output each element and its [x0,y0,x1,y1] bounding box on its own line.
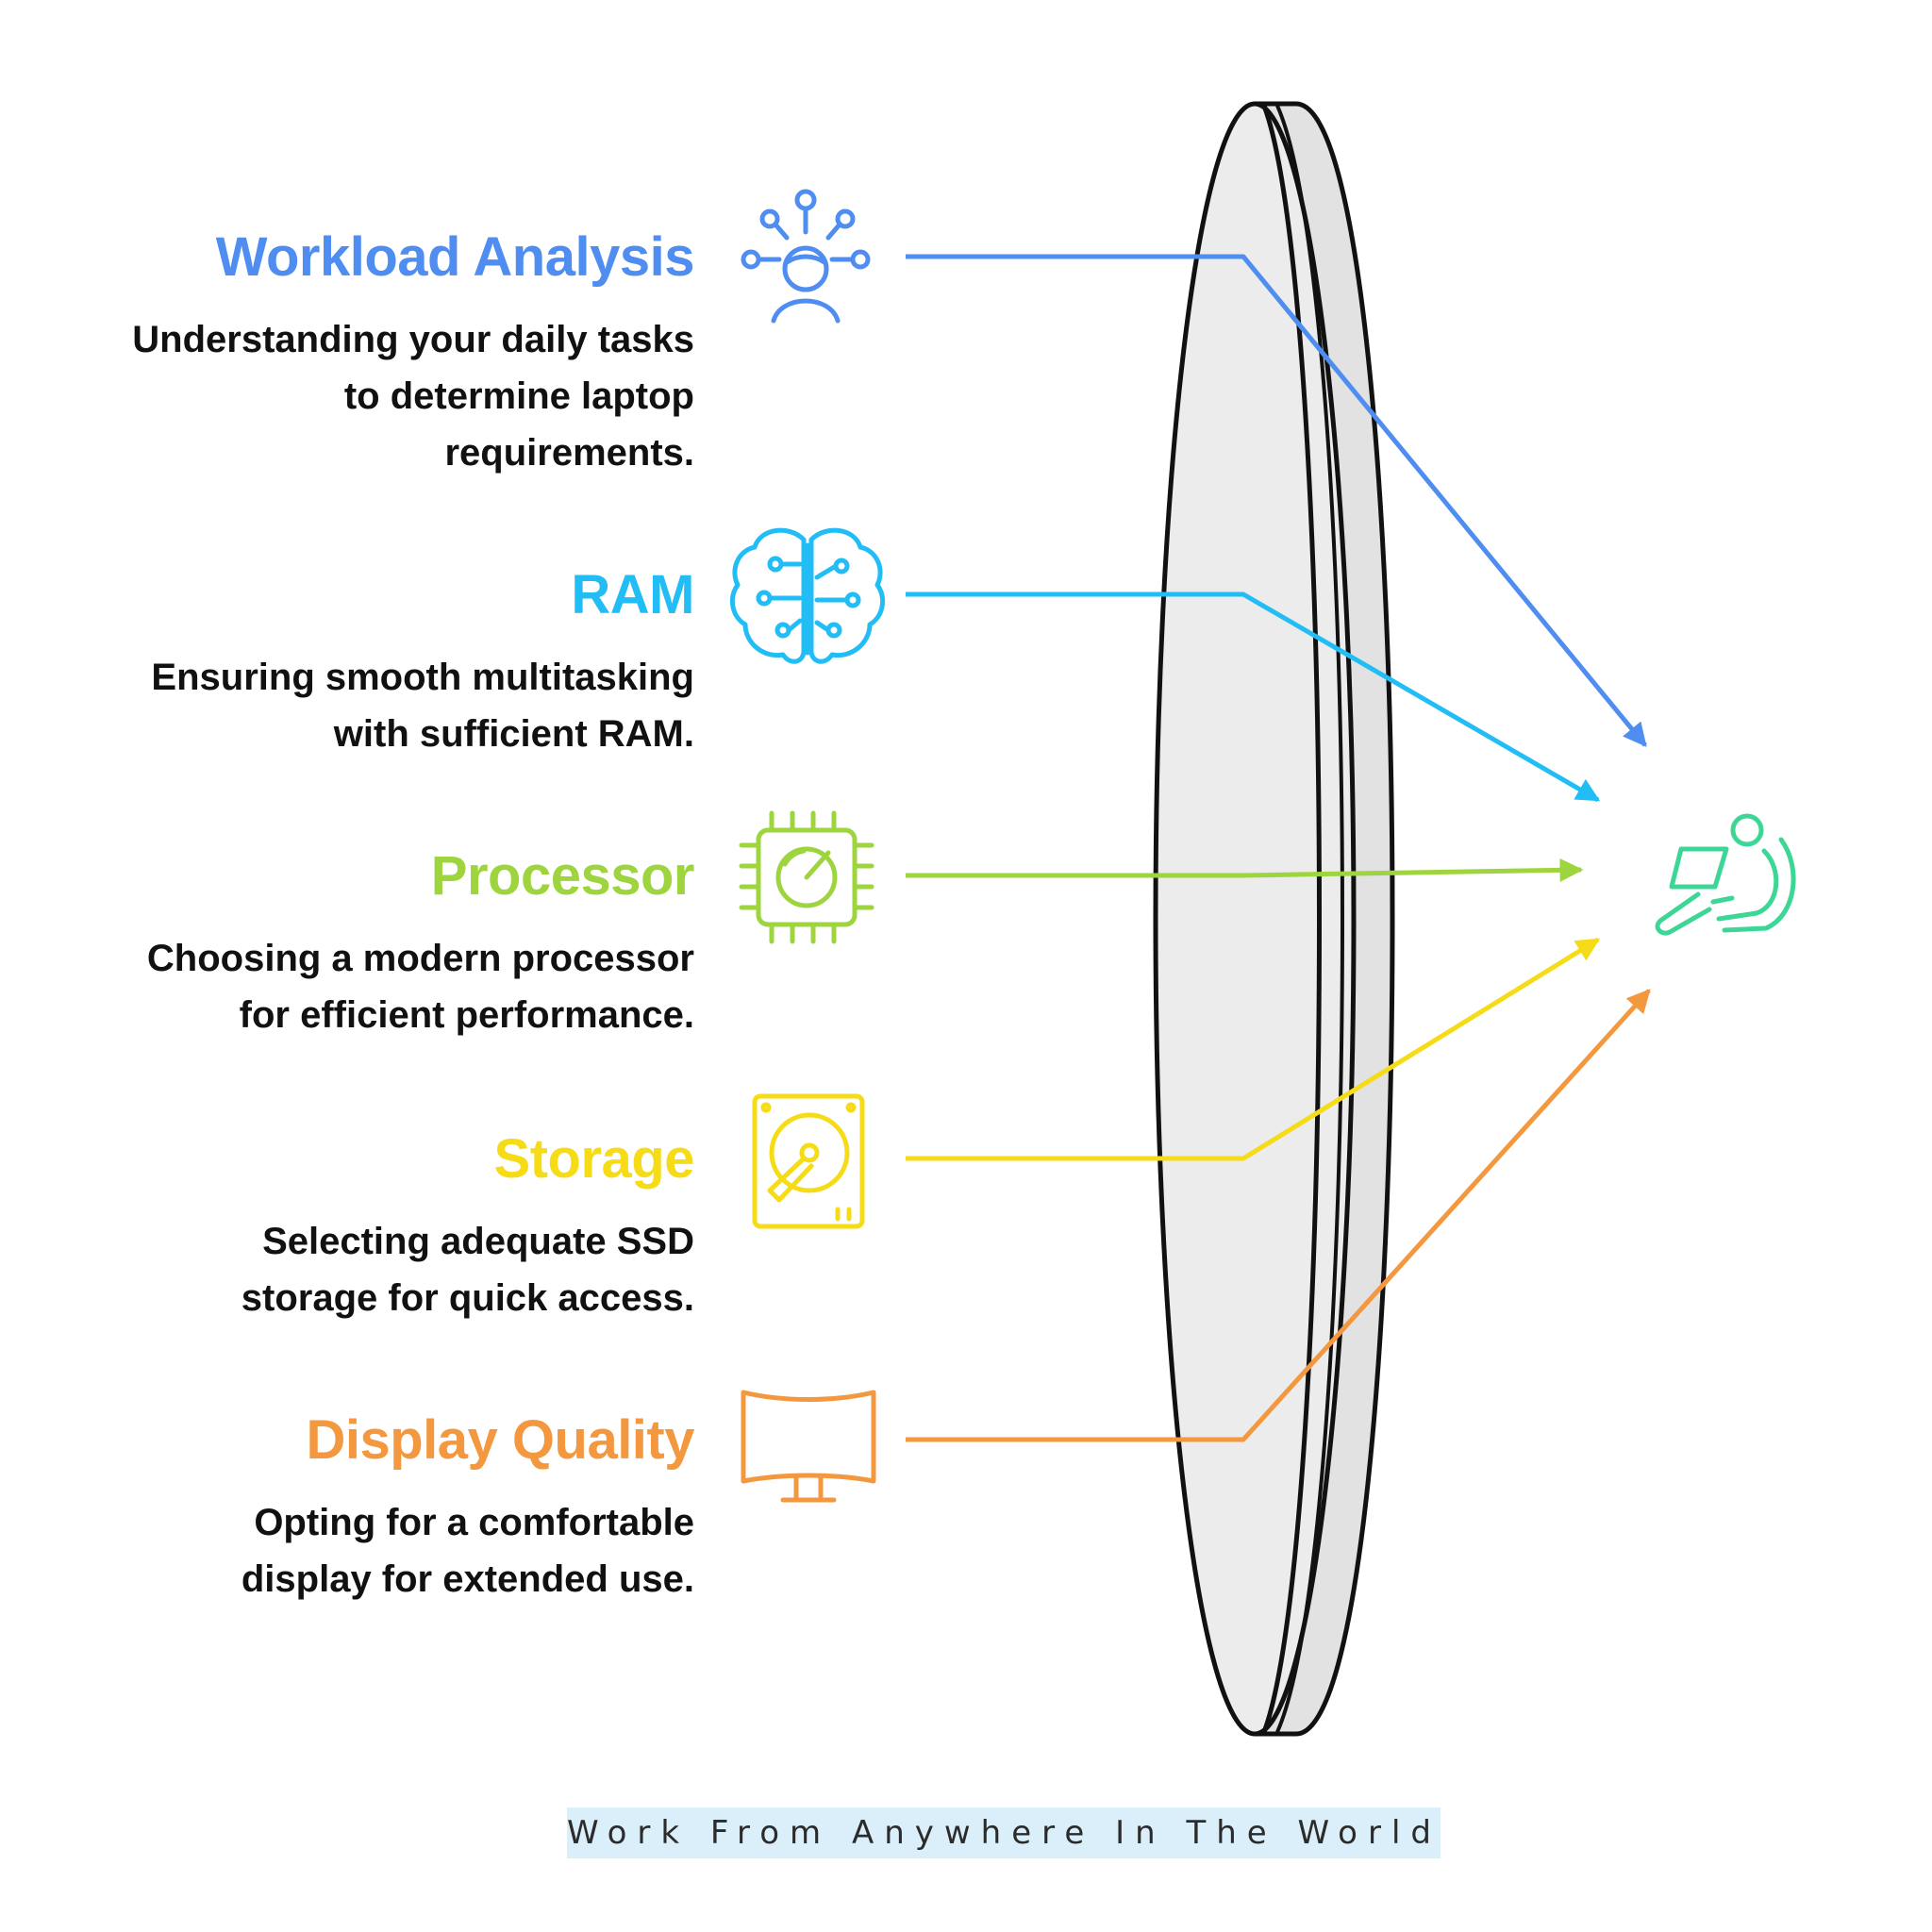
connectors [906,254,1651,1442]
item-title: Processor [430,845,695,907]
connector-workload-analysis [906,254,1647,747]
connector-ram [906,591,1601,803]
connector-storage [906,937,1601,1161]
lens-edge-line [1275,105,1344,1733]
curved-monitor-icon [741,1390,876,1503]
item-storage: Storage Selecting adequate SSD storage f… [241,1128,695,1326]
item-workload-analysis: Workload Analysis Understanding your dai… [132,226,694,481]
footer-text: Work From Anywhere In The World [567,1814,1441,1852]
brain-circuit-icon [729,527,886,664]
lens-shape [1153,101,1395,1737]
item-description: Choosing a modern processor for efficien… [146,938,694,1036]
item-processor: Processor Choosing a modern processor fo… [146,845,695,1043]
item-ram: RAM Ensuring smooth multitasking with su… [151,564,694,762]
item-title: RAM [571,564,694,625]
person-network-icon [741,189,871,324]
item-description: Opting for a comfortable display for ext… [241,1502,694,1600]
item-description: Ensuring smooth multitasking with suffic… [151,657,694,755]
item-title: Display Quality [306,1409,694,1471]
lens-edge-line [1261,105,1322,1733]
hard-drive-icon [752,1093,865,1229]
item-description: Understanding your daily tasks to determ… [132,319,694,474]
person-laptop-icon [1655,813,1796,936]
item-title: Storage [493,1128,695,1190]
cpu-gauge-icon [739,810,874,944]
footer-banner: Work From Anywhere In The World [567,1807,1441,1858]
connector-display-quality [906,989,1651,1442]
connector-processor [906,858,1584,882]
item-description: Selecting adequate SSD storage for quick… [241,1221,694,1319]
item-title: Workload Analysis [215,226,695,288]
item-display-quality: Display Quality Opting for a comfortable… [241,1409,695,1607]
lens-face [1153,101,1357,1737]
